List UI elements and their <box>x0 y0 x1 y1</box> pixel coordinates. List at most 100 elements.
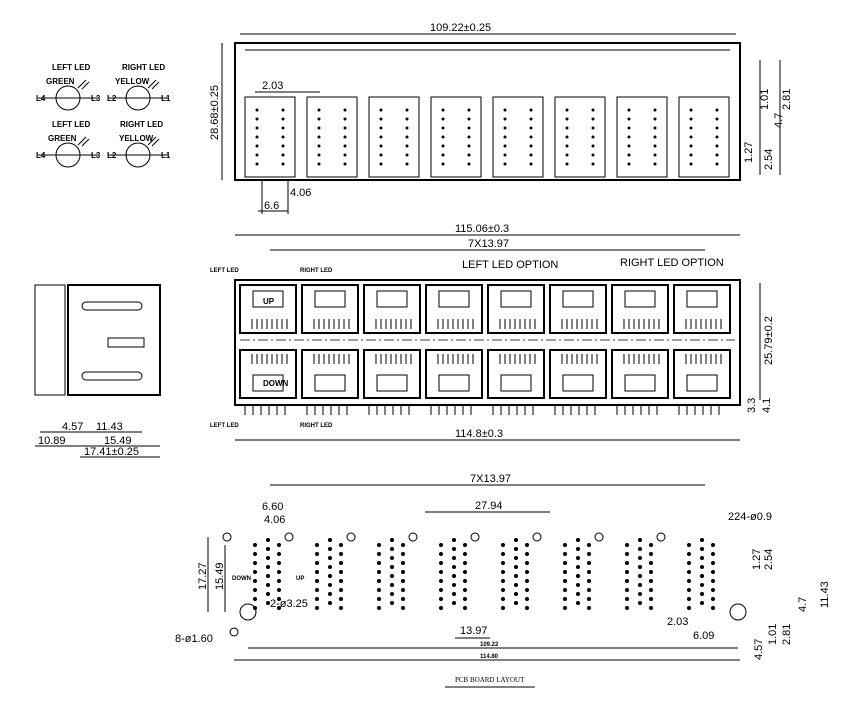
pin-hole <box>390 547 394 551</box>
pin-hole <box>514 538 518 542</box>
pin <box>441 144 445 148</box>
pin <box>591 135 595 139</box>
pin <box>379 108 383 112</box>
rj45-jack <box>611 349 669 399</box>
pin <box>529 108 533 112</box>
pin <box>591 144 595 148</box>
pin-hole <box>277 561 281 565</box>
port-module <box>244 96 296 178</box>
pin-hole <box>339 561 343 565</box>
pin-hole <box>700 601 704 605</box>
pin-hole <box>501 579 505 583</box>
pin-hole <box>452 538 456 542</box>
pin-hole <box>253 579 257 583</box>
rj45-jack <box>239 284 297 334</box>
port-module <box>616 96 668 178</box>
pin-hole <box>649 579 653 583</box>
pin <box>441 117 445 121</box>
pin-hole <box>563 552 567 556</box>
pin-hole <box>439 597 443 601</box>
pin-hole <box>649 570 653 574</box>
pin <box>503 144 507 148</box>
pin-hole <box>587 606 591 610</box>
pin <box>627 162 631 166</box>
pin-hole <box>501 588 505 592</box>
jack-window <box>376 374 408 392</box>
pin-hole <box>649 552 653 556</box>
pin <box>591 126 595 130</box>
dim: 4.57 <box>62 421 83 433</box>
pin <box>317 126 321 130</box>
jack-window <box>562 290 594 308</box>
pin-hole <box>501 570 505 574</box>
front-view: 115.06±0.3 7X13.97 114.8±0.3 25.79±0.2 3… <box>210 223 775 441</box>
pin-hole <box>625 579 629 583</box>
dim: 6.60 <box>262 501 283 513</box>
dim: 25.79±0.2 <box>763 316 775 365</box>
pin-hole <box>711 588 715 592</box>
pin-hole <box>277 552 281 556</box>
pin-hole <box>452 601 456 605</box>
label: LEFT LED <box>52 120 90 129</box>
pin-hole <box>576 592 580 596</box>
pin-hole <box>377 588 381 592</box>
pin <box>441 126 445 130</box>
pin <box>343 117 347 121</box>
pin <box>281 126 285 130</box>
pin <box>715 117 719 121</box>
pin <box>405 135 409 139</box>
pin-hole <box>315 597 319 601</box>
pin <box>503 126 507 130</box>
pin <box>715 162 719 166</box>
pin-hole <box>328 583 332 587</box>
pin-hole <box>452 574 456 578</box>
dim: 11.43 <box>819 581 831 608</box>
pin <box>281 108 285 112</box>
pin-hole <box>638 538 642 542</box>
pin <box>503 153 507 157</box>
pin <box>343 162 347 166</box>
pin-hole <box>687 606 691 610</box>
dim: 7X13.97 <box>468 238 509 250</box>
pin <box>689 153 693 157</box>
pin-hole <box>452 565 456 569</box>
pin <box>317 153 321 157</box>
dim: 4.06 <box>290 187 311 199</box>
pin <box>565 135 569 139</box>
rj45-jack <box>301 349 359 399</box>
pin <box>689 135 693 139</box>
pin-hole <box>315 579 319 583</box>
label: UP <box>296 576 304 582</box>
pin <box>255 126 259 130</box>
pin <box>405 144 409 148</box>
pin-hole <box>638 556 642 560</box>
pin <box>529 162 533 166</box>
pin <box>343 135 347 139</box>
pin-hole <box>587 597 591 601</box>
pin-hole <box>514 592 518 596</box>
pin <box>715 144 719 148</box>
pin <box>591 162 595 166</box>
pin-hole <box>390 601 394 605</box>
pin <box>715 108 719 112</box>
label: L3 <box>91 94 101 103</box>
pin-hole <box>514 601 518 605</box>
pin-hole <box>563 588 567 592</box>
pin <box>317 117 321 121</box>
dim: 7X13.97 <box>470 473 511 485</box>
pin <box>467 117 471 121</box>
dim: 2.81 <box>781 89 793 110</box>
side-view: 4.57 11.43 10.89 15.49 17.41±0.25 <box>34 284 161 458</box>
pin-hole <box>401 543 405 547</box>
dim-width: 109.22±0.25 <box>430 22 491 34</box>
rj45-jack <box>425 349 483 399</box>
pin-hole <box>525 579 529 583</box>
dim: 2.54 <box>763 549 775 570</box>
label: UP <box>263 297 275 306</box>
pin <box>653 144 657 148</box>
mount-hole <box>239 603 257 621</box>
rj45-jack <box>487 349 545 399</box>
alignment-hole <box>346 532 356 542</box>
pin-hole <box>525 588 529 592</box>
pin-hole <box>339 597 343 601</box>
